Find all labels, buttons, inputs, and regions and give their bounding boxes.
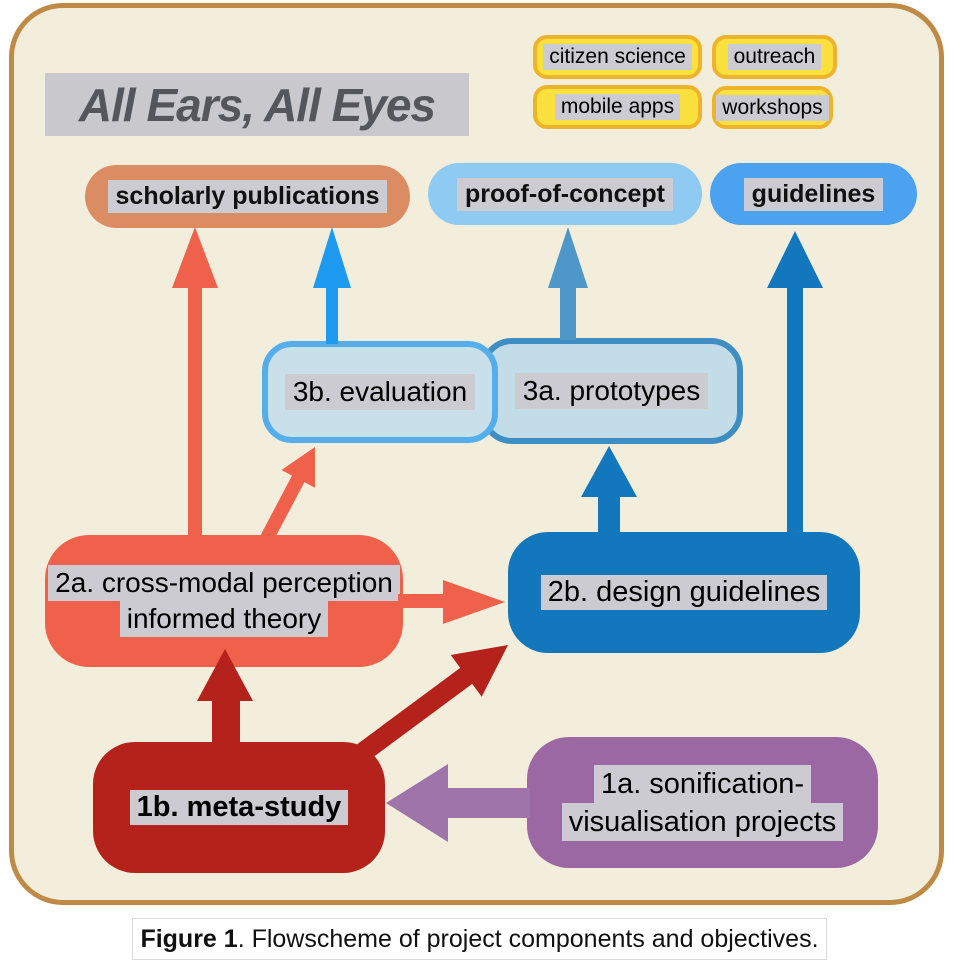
badge-workshops-label: workshops: [716, 94, 829, 121]
figure-caption-text: Figure 1. Flowscheme of project componen…: [140, 925, 818, 954]
badge-citizen-science-label: citizen science: [543, 44, 692, 70]
figure-caption: Figure 1. Flowscheme of project componen…: [132, 918, 827, 960]
node-2a-line1: 2a. cross-modal perception: [48, 565, 400, 601]
output-scholarly-publications: scholarly publications: [85, 165, 410, 228]
badge-mobile-apps-label: mobile apps: [554, 94, 681, 120]
badge-outreach: outreach: [712, 35, 837, 79]
figure-caption-label: Figure 1: [140, 924, 238, 953]
node-2a-cross-modal-theory: 2a. cross-modal perception informed theo…: [45, 535, 403, 667]
output-guidelines: guidelines: [710, 163, 917, 225]
node-3a-prototypes-label: 3a. prototypes: [514, 373, 709, 409]
output-guidelines-label: guidelines: [743, 177, 884, 211]
node-3a-prototypes: 3a. prototypes: [480, 338, 743, 444]
output-proof-of-concept-label: proof-of-concept: [457, 177, 673, 211]
badge-citizen-science: citizen science: [533, 35, 702, 79]
output-scholarly-publications-label: scholarly publications: [107, 180, 388, 213]
node-1a-line1: 1a. sonification-: [593, 764, 812, 803]
node-2b-design-guidelines: 2b. design guidelines: [508, 532, 860, 653]
badge-mobile-apps: mobile apps: [533, 85, 702, 129]
badge-outreach-label: outreach: [727, 44, 822, 70]
output-proof-of-concept: proof-of-concept: [428, 163, 702, 225]
node-1b-meta-study: 1b. meta-study: [93, 742, 385, 873]
node-2b-label: 2b. design guidelines: [540, 575, 828, 610]
node-1b-label: 1b. meta-study: [129, 790, 349, 825]
node-2a-line2: informed theory: [119, 601, 329, 637]
project-title: All Ears, All Eyes: [78, 78, 436, 131]
project-title-block: All Ears, All Eyes: [45, 73, 469, 136]
figure-caption-body: . Flowscheme of project components and o…: [237, 924, 819, 953]
node-3b-evaluation: 3b. evaluation: [262, 341, 498, 443]
node-1a-line2: visualisation projects: [561, 802, 844, 841]
badge-workshops: workshops: [712, 86, 833, 129]
node-1a-sonification-projects: 1a. sonification- visualisation projects: [527, 737, 878, 868]
node-3b-evaluation-label: 3b. evaluation: [284, 374, 476, 410]
